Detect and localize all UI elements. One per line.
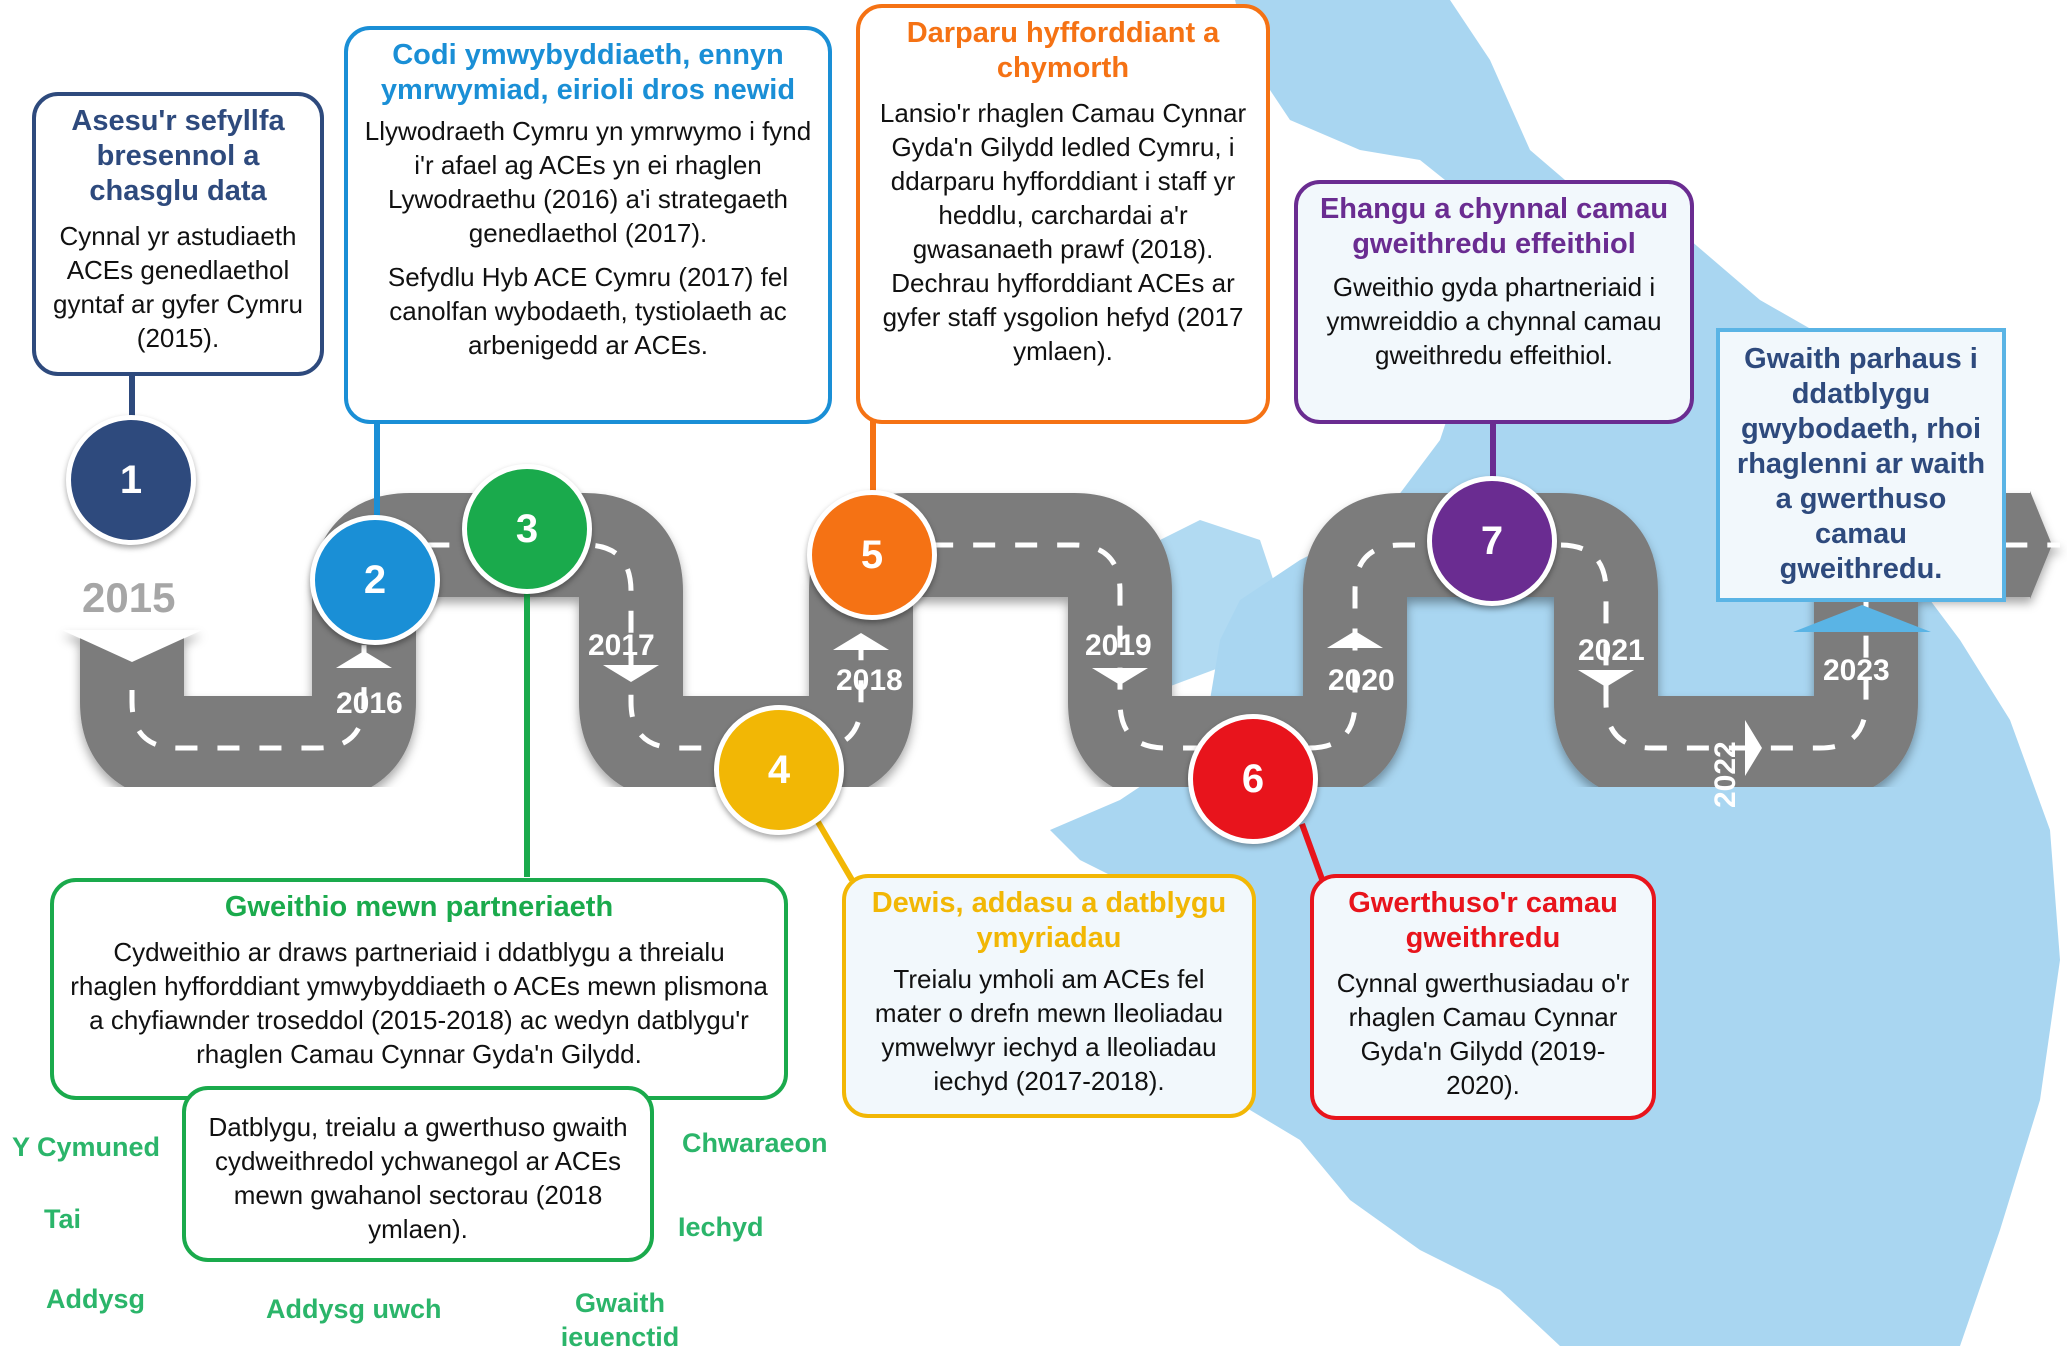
arrow-2020	[1327, 631, 1383, 648]
step-5-marker: 5	[807, 490, 937, 620]
sector-label-community: Y Cymuned	[12, 1132, 161, 1162]
step-1-text: Cynnal yr astudiaeth ACEs genedlaethol g…	[53, 221, 303, 353]
arrow-2017	[603, 665, 659, 682]
sector-label-health: Iechyd	[678, 1212, 764, 1242]
collaboration-sub-box: Datblygu, treialu a gwerthuso gwaith cyd…	[182, 1086, 654, 1262]
sector-label-housing: Tai	[44, 1204, 82, 1234]
future-text: Gwaith parhaus i ddatblygu gwybodaeth, r…	[1736, 343, 1986, 585]
start-year-label: 2015	[82, 574, 175, 621]
connector-step-4	[815, 820, 855, 882]
step-7-marker: 7	[1427, 476, 1557, 606]
step-2-text-2: Sefydlu Hyb ACE Cymru (2017) fel canolfa…	[387, 262, 789, 360]
arrow-2021	[1578, 670, 1634, 687]
step-6-marker: 6	[1188, 714, 1318, 844]
arrow-2018	[833, 633, 889, 650]
arrow-2019	[1092, 668, 1148, 685]
step-2-text: Llywodraeth Cymru yn ymrwymo i fynd i'r …	[364, 116, 812, 248]
step-1-title: Asesu'r sefyllfa bresennol a chasglu dat…	[71, 105, 285, 207]
step-5-text: Lansio'r rhaglen Camau Cynnar Gyda'n Gil…	[879, 98, 1247, 366]
step-5-title: Darparu hyfforddiant a chymorth	[906, 17, 1220, 84]
step-1-marker: 1	[66, 415, 196, 545]
year-label-2020: 2020	[1328, 664, 1395, 697]
sector-label-sport: Chwaraeon	[682, 1128, 828, 1158]
step-7-text: Gweithio gyda phartneriaid i ymwreiddio …	[1326, 272, 1662, 370]
step-7-title: Ehangu a chynnal camau gweithredu effeit…	[1319, 193, 1669, 260]
step-6-title: Gwerthuso'r camau gweithredu	[1348, 887, 1618, 954]
year-label-2023: 2023	[1823, 654, 1890, 687]
step-4-text: Treialu ymholi am ACEs fel mater o drefn…	[874, 964, 1224, 1096]
step-2-title: Codi ymwybyddiaeth, ennyn ymrwymiad, eir…	[380, 39, 796, 106]
year-label-2018: 2018	[836, 664, 903, 697]
step-4-box: Dewis, addasu a datblygu ymyriadau Treia…	[842, 874, 1256, 1118]
step-6-box: Gwerthuso'r camau gweithredu Cynnal gwer…	[1310, 874, 1656, 1120]
step-2-marker: 2	[310, 515, 440, 645]
step-3-box: Gweithio mewn partneriaeth Cydweithio ar…	[50, 878, 788, 1100]
step-3-text: Cydweithio ar draws partneriaid i ddatbl…	[70, 937, 768, 1069]
year-label-2022: 2022	[1709, 741, 1742, 808]
connector-step-6	[1299, 822, 1326, 884]
step-5-box: Darparu hyfforddiant a chymorth Lansio'r…	[856, 4, 1270, 424]
step-3-title: Gweithio mewn partneriaeth	[224, 891, 614, 923]
sector-label-youth-work: Gwaith ieuenctid	[560, 1288, 680, 1352]
step-1-box: Asesu'r sefyllfa bresennol a chasglu dat…	[32, 92, 324, 376]
sector-label-education: Addysg	[46, 1284, 146, 1314]
step-7-box: Ehangu a chynnal camau gweithredu effeit…	[1294, 180, 1694, 424]
step-3-marker: 3	[462, 464, 592, 594]
road-arrows	[336, 631, 1762, 776]
step-4-title: Dewis, addasu a datblygu ymyriadau	[871, 887, 1227, 954]
step-4-marker: 4	[714, 705, 844, 835]
year-label-2021: 2021	[1578, 634, 1645, 667]
collaboration-sub-text: Datblygu, treialu a gwerthuso gwaith cyd…	[208, 1112, 628, 1244]
arrow-2022	[1745, 720, 1762, 776]
future-box: Gwaith parhaus i ddatblygu gwybodaeth, r…	[1716, 328, 2006, 602]
year-label-2017: 2017	[588, 629, 655, 662]
arrow-2016	[336, 651, 392, 668]
step-6-text: Cynnal gwerthusiadau o'r rhaglen Camau C…	[1336, 968, 1630, 1100]
year-label-2016: 2016	[336, 687, 403, 720]
step-2-box: Codi ymwybyddiaeth, ennyn ymrwymiad, eir…	[344, 26, 832, 424]
year-label-2019: 2019	[1085, 629, 1152, 662]
future-pointer	[1793, 605, 1931, 632]
sector-label-higher-education: Addysg uwch	[266, 1294, 442, 1324]
